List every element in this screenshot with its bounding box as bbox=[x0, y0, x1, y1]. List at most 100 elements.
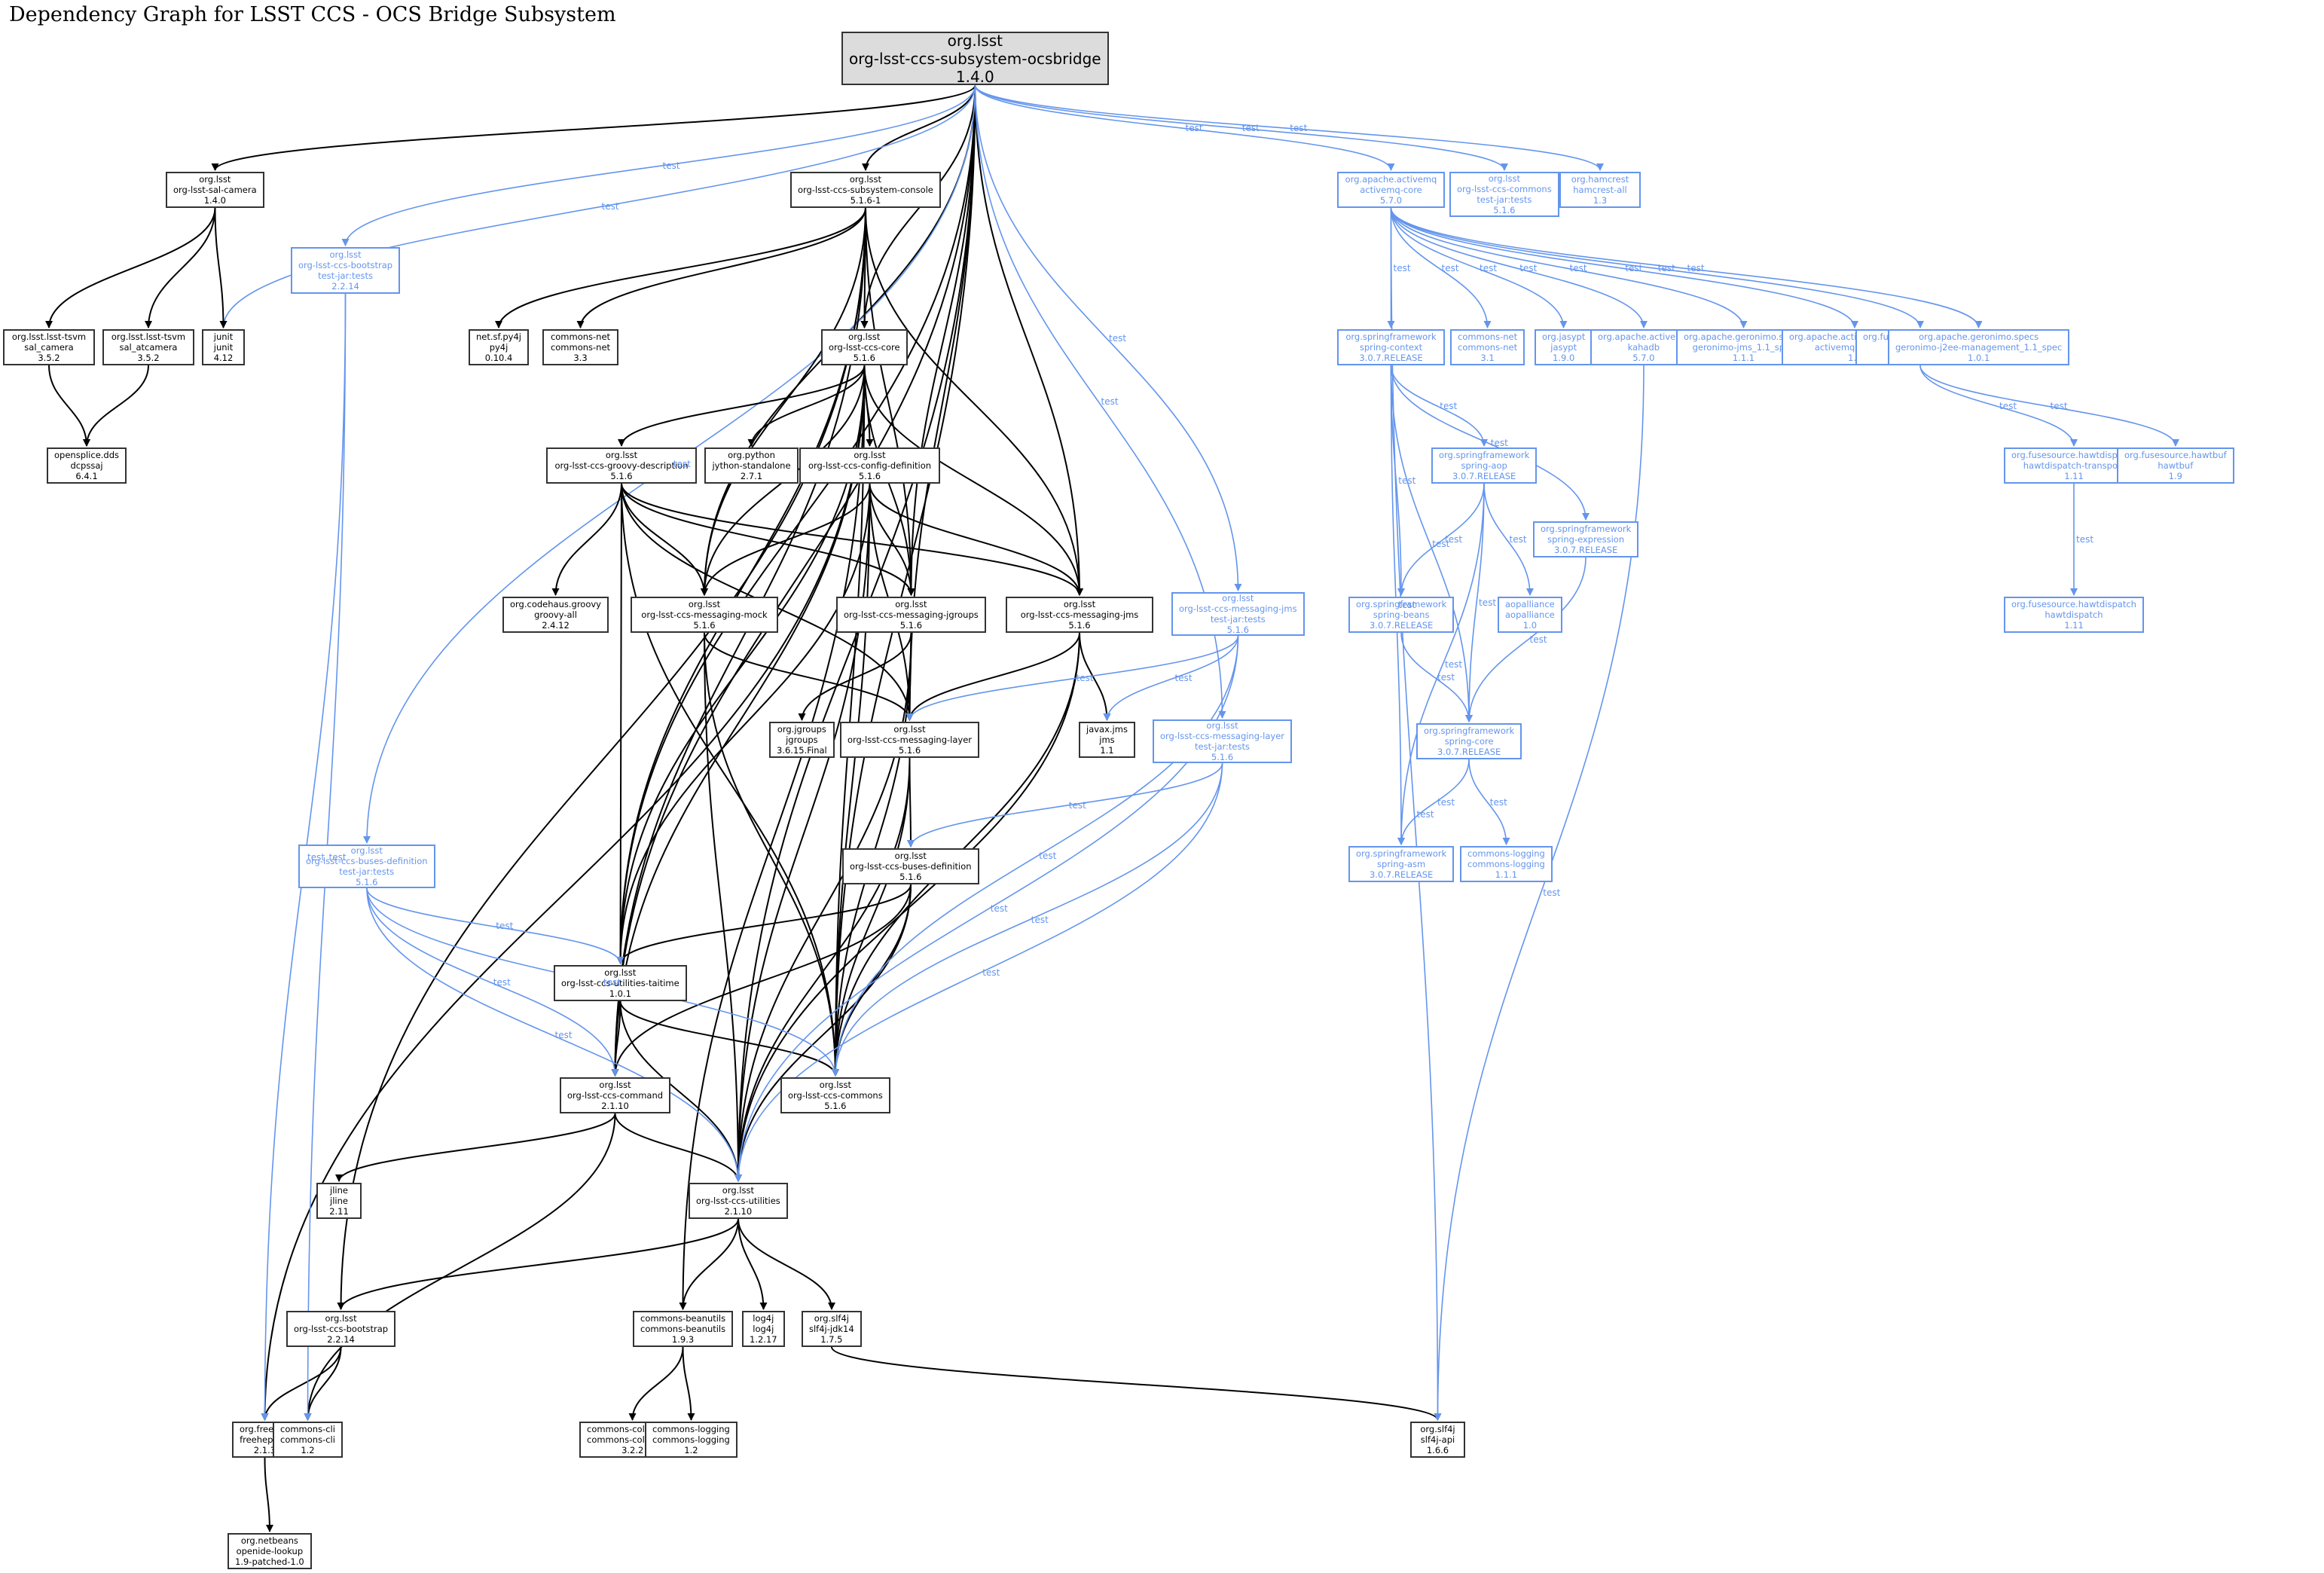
node-group: org.lsst bbox=[1222, 593, 1254, 603]
node-version: 5.1.6 bbox=[693, 620, 716, 631]
compile-dependency-edge bbox=[747, 365, 866, 447]
node-artifact: hamcrest-all bbox=[1573, 185, 1627, 195]
edge-label-test: test bbox=[603, 976, 621, 988]
node-artifact: org-lsst-ccs-messaging-layer bbox=[1160, 731, 1285, 741]
edge-label-test: test bbox=[1440, 400, 1458, 411]
compile-dependency-edge bbox=[974, 84, 1083, 596]
node-artifact: jgroups bbox=[786, 735, 818, 745]
node-version: 2.11 bbox=[329, 1206, 349, 1217]
compile-dependency-edge bbox=[701, 483, 871, 596]
compile-dependency-edge bbox=[865, 207, 915, 596]
compile-dependency-edge bbox=[869, 483, 1083, 596]
node-group: org.lsst bbox=[947, 31, 1003, 50]
edge-label-test: test bbox=[1174, 673, 1193, 683]
compile-dependency-edge bbox=[618, 365, 866, 447]
node-group: org.jasypt bbox=[1542, 331, 1586, 342]
edge-label-test: test bbox=[1480, 262, 1498, 273]
test-dependency-edge bbox=[1468, 759, 1510, 845]
test-dependency-edge bbox=[1390, 365, 1590, 521]
edge-label-test: test bbox=[1039, 851, 1057, 861]
node-group: org.lsst bbox=[604, 967, 637, 978]
node-artifact: spring-asm bbox=[1377, 859, 1426, 869]
compile-dependency-edge bbox=[611, 1000, 621, 1077]
node-version: 1.1 bbox=[1100, 745, 1114, 756]
node-version: 3.1 bbox=[1480, 353, 1495, 363]
compile-dependency-edge bbox=[576, 207, 866, 328]
node-group: org.apache.activemq bbox=[1345, 174, 1437, 185]
test-dependency-edge bbox=[366, 887, 625, 964]
node-artifact: groovy-all bbox=[534, 609, 577, 620]
compile-dependency-edge bbox=[611, 884, 912, 1077]
node-group: junit bbox=[213, 331, 234, 342]
edge-label-test: test bbox=[1509, 534, 1527, 545]
compile-dependency-edge bbox=[863, 365, 1083, 596]
node-artifact: org-lsst-ccs-config-definition bbox=[808, 460, 932, 471]
test-dependency-edge bbox=[1397, 483, 1485, 596]
node-group: org.apache.geronimo.specs bbox=[1684, 331, 1803, 342]
node-group: org.lsst bbox=[350, 845, 383, 856]
node-group: org.fusesource.hawtdispatch bbox=[2011, 599, 2136, 609]
node-version: 1.3 bbox=[1593, 195, 1608, 206]
node-version: 1.2 bbox=[301, 1445, 315, 1455]
node-version: 2.7.1 bbox=[740, 471, 763, 481]
node-artifact: org-lsst-ccs-messaging-mock bbox=[641, 609, 768, 620]
node-version: 1.4.0 bbox=[203, 195, 226, 206]
edge-label-test: test bbox=[1479, 597, 1497, 608]
node-group: commons-logging bbox=[1467, 848, 1545, 859]
